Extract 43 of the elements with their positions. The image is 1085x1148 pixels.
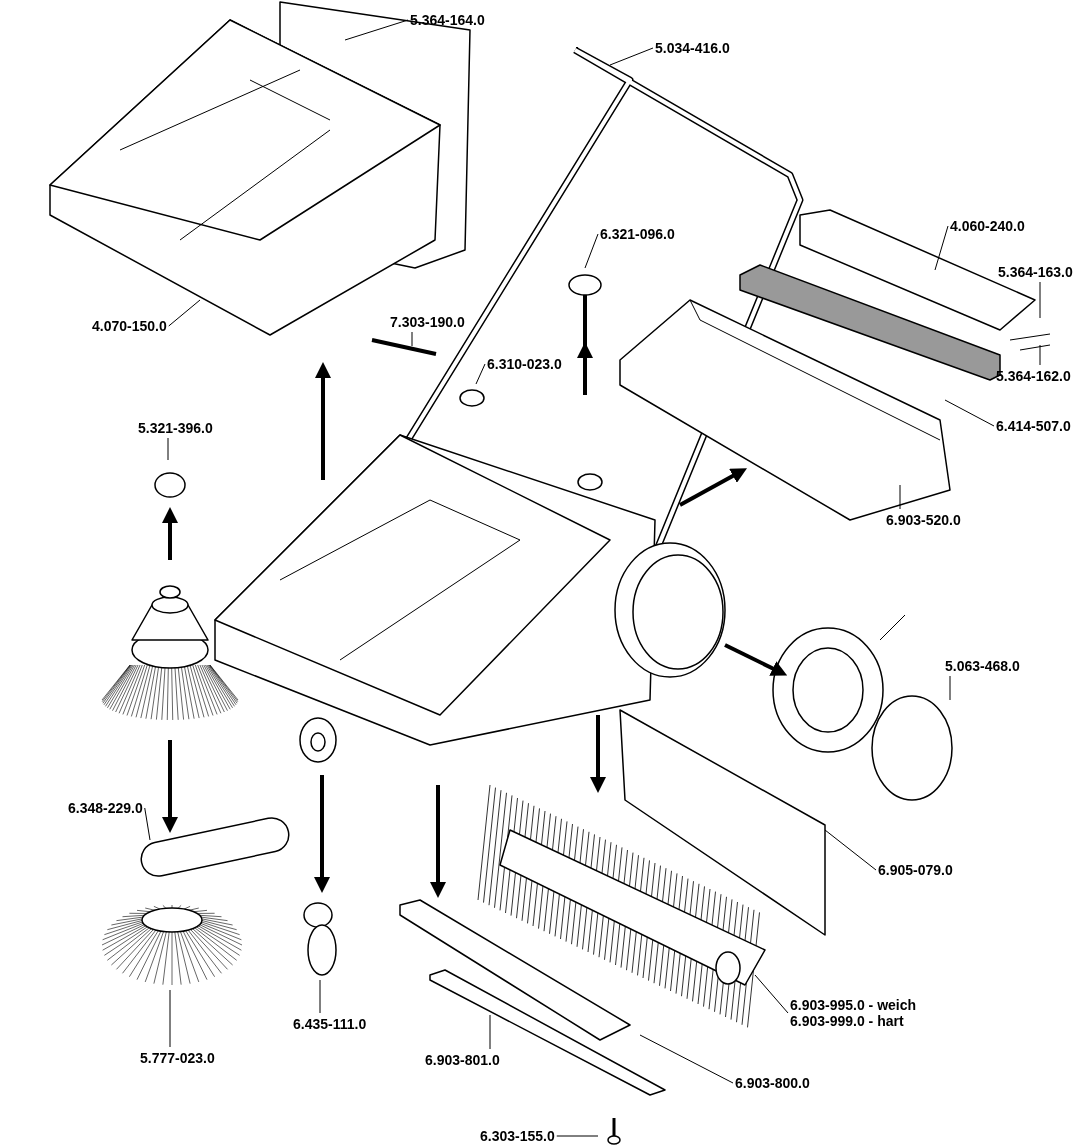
part-number: 6.414-507.0 (996, 418, 1071, 434)
leader-line (168, 299, 201, 327)
part-number: 6.321-096.0 (600, 226, 675, 242)
leader-line (167, 437, 169, 461)
part-number: 5.364-164.0 (410, 12, 485, 28)
part-number: 5.063-468.0 (945, 658, 1020, 674)
leader-line (824, 829, 877, 871)
part-number: 6.903-801.0 (425, 1052, 500, 1068)
part-number: 6.303-155.0 (480, 1128, 555, 1144)
part-number: 5.777-023.0 (140, 1050, 215, 1066)
leader-line (489, 1014, 491, 1050)
leader-line (344, 19, 409, 41)
leader-line (639, 1034, 734, 1084)
part-number: 7.303-190.0 (390, 314, 465, 330)
part-number: 4.070-150.0 (92, 318, 167, 334)
leader-line (1039, 281, 1041, 319)
part-number: 5.364-162.0 (996, 368, 1071, 384)
part-number: 5.034-416.0 (655, 40, 730, 56)
leader-line (556, 1135, 599, 1137)
leader-line (899, 484, 901, 510)
leader-line (144, 807, 151, 841)
leader-line (584, 233, 599, 269)
part-number: 6.903-520.0 (886, 512, 961, 528)
part-number: 4.060-240.0 (950, 218, 1025, 234)
leader-line (949, 675, 951, 701)
part-number: 6.903-800.0 (735, 1075, 810, 1091)
leader-line (944, 399, 995, 427)
part-number: 6.348-229.0 (68, 800, 143, 816)
leader-line (169, 989, 171, 1048)
leader-line (754, 974, 789, 1014)
part-number: 6.903-999.0 - hart (790, 1013, 905, 1029)
leader-line (411, 331, 413, 347)
leader-line (475, 363, 486, 385)
part-number: 5.321-396.0 (138, 420, 213, 436)
part-number: 6.903-995.0 - weich (790, 997, 917, 1013)
part-number: 6.310-023.0 (487, 356, 562, 372)
leader-line (609, 47, 654, 66)
part-number: 5.364-163.0 (998, 264, 1073, 280)
part-number: 6.435-111.0 (293, 1016, 367, 1032)
leader-line (1039, 344, 1041, 366)
leader-line (934, 225, 949, 271)
leader-line (319, 979, 321, 1014)
part-number: 6.905-079.0 (878, 862, 953, 878)
